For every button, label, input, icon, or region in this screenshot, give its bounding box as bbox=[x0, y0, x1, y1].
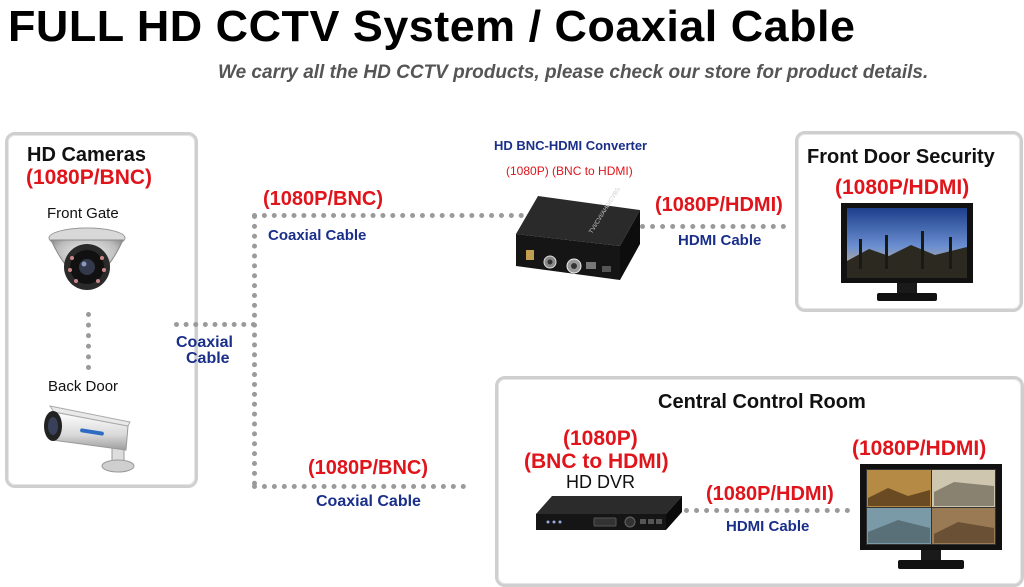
camera-link-dots bbox=[86, 312, 91, 370]
control-hdmi-cable: HDMI Cable bbox=[726, 518, 810, 535]
trunk-dots-vertical bbox=[252, 214, 257, 486]
upper-dots bbox=[252, 213, 524, 218]
front-door-title: Front Door Security bbox=[807, 146, 995, 168]
page-title: FULL HD CCTV System / Coaxial Cable bbox=[8, 2, 856, 51]
converter-spec: (1080P) (BNC to HDMI) bbox=[506, 164, 633, 178]
front-gate-label: Front Gate bbox=[47, 205, 119, 222]
front-hdmi-cable: HDMI Cable bbox=[678, 232, 762, 249]
converter-device-icon: TVI/CVI/AHD/CVBS Converter bbox=[516, 188, 640, 280]
page-subtitle: We carry all the HD CCTV products, pleas… bbox=[218, 62, 929, 83]
converter-title: HD BNC-HDMI Converter bbox=[494, 138, 648, 153]
lower-link-spec: (1080P/BNC) bbox=[308, 457, 429, 479]
coaxial-vertical-label-2: Cable bbox=[186, 350, 230, 367]
control-monitor-spec: (1080P/HDMI) bbox=[852, 437, 987, 460]
upper-link-cable: Coaxial Cable bbox=[268, 227, 367, 244]
lower-dots bbox=[252, 484, 466, 489]
dome-camera-icon bbox=[48, 227, 126, 290]
dvr-spec-line1: (1080P) bbox=[563, 427, 638, 450]
front-hdmi-spec: (1080P/HDMI) bbox=[655, 194, 783, 216]
coaxial-vertical-label-1: Coaxial bbox=[176, 334, 233, 351]
control-hdmi-spec: (1080P/HDMI) bbox=[706, 483, 834, 505]
control-hdmi-dots bbox=[684, 508, 850, 513]
front-door-spec: (1080P/HDMI) bbox=[835, 176, 970, 199]
front-door-monitor-icon bbox=[841, 203, 973, 301]
lower-link-cable: Coaxial Cable bbox=[316, 493, 421, 510]
upper-link-spec: (1080P/BNC) bbox=[263, 188, 384, 210]
cameras-panel-title: HD Cameras bbox=[27, 144, 146, 166]
dvr-label: HD DVR bbox=[566, 472, 636, 492]
dvr-spec-line2: (BNC to HDMI) bbox=[524, 450, 669, 473]
dvr-device-icon bbox=[536, 496, 682, 530]
front-hdmi-dots bbox=[640, 224, 786, 229]
bullet-camera-icon bbox=[44, 405, 135, 473]
control-monitor-icon bbox=[860, 464, 1002, 569]
trunk-dots-horizontal bbox=[174, 322, 256, 327]
back-door-label: Back Door bbox=[48, 378, 119, 395]
cameras-spec: (1080P/BNC) bbox=[26, 166, 153, 189]
control-room-title: Central Control Room bbox=[658, 391, 866, 413]
